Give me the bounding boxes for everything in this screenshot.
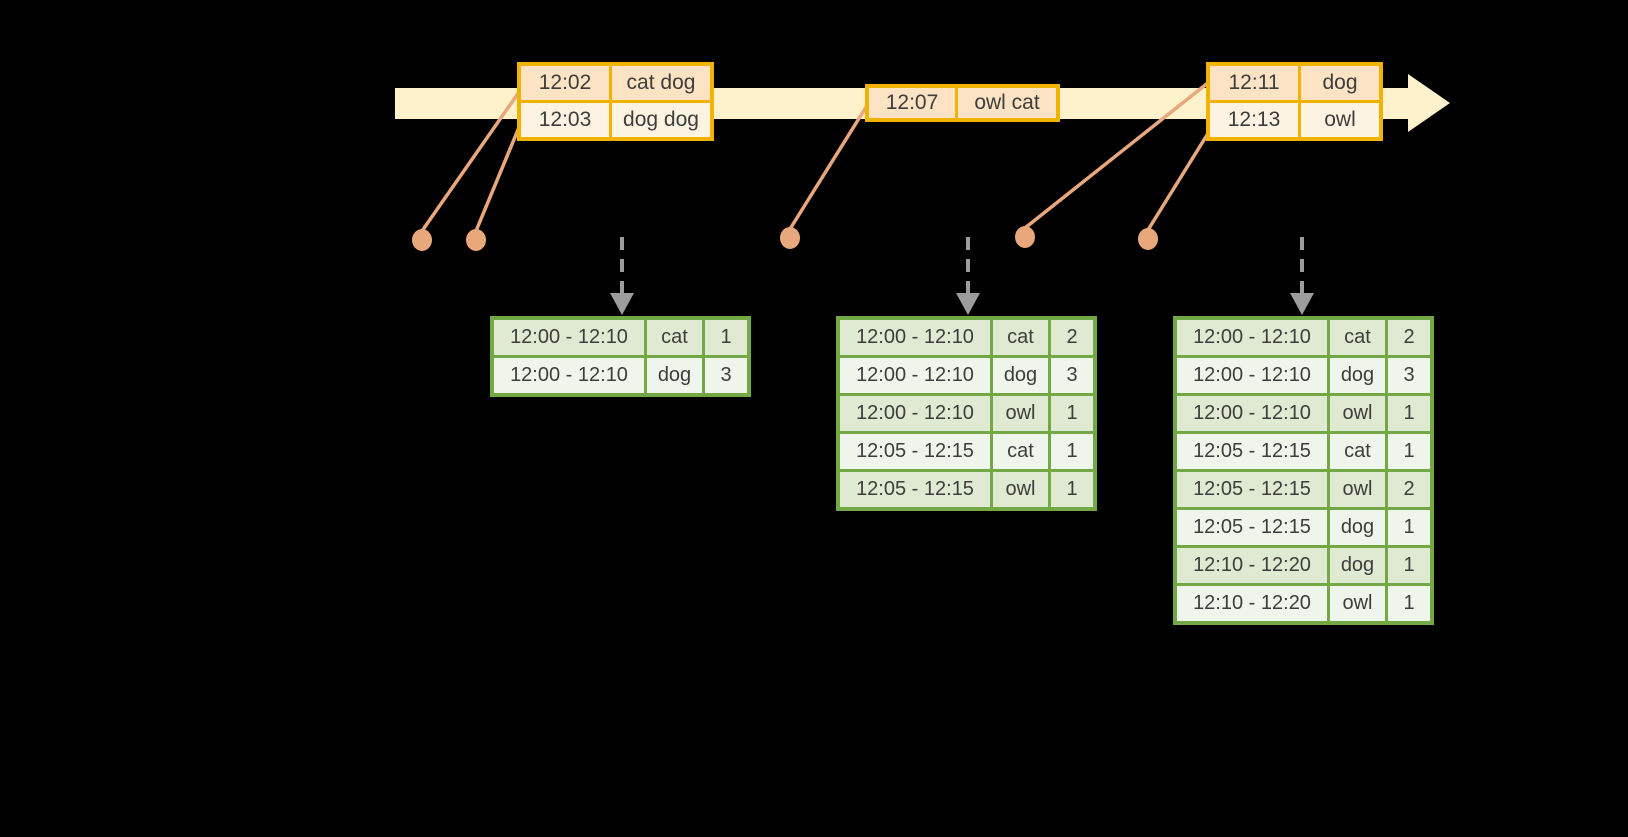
result-animal-cell: dog <box>647 358 702 393</box>
result-animal-cell: owl <box>993 396 1048 431</box>
result-row: 12:00 - 12:10 cat 2 <box>1177 320 1430 355</box>
result-window-cell: 12:05 - 12:15 <box>840 434 990 469</box>
result-count-cell: 1 <box>1388 548 1430 583</box>
result-window-cell: 12:00 - 12:10 <box>494 358 644 393</box>
result-count-cell: 3 <box>705 358 747 393</box>
result-row: 12:00 - 12:10 owl 1 <box>840 396 1093 431</box>
result-animal-cell: owl <box>1330 472 1385 507</box>
result-count-cell: 2 <box>1388 472 1430 507</box>
event-connector-line <box>788 103 870 230</box>
result-count-cell: 1 <box>1388 396 1430 431</box>
result-window-cell: 12:00 - 12:10 <box>1177 320 1327 355</box>
result-animal-cell: cat <box>1330 320 1385 355</box>
result-window-cell: 12:10 - 12:20 <box>1177 586 1327 621</box>
result-count-cell: 3 <box>1051 358 1093 393</box>
result-animal-cell: dog <box>1330 358 1385 393</box>
result-count-cell: 2 <box>1388 320 1430 355</box>
result-window-cell: 12:05 - 12:15 <box>840 472 990 507</box>
result-row: 12:00 - 12:10 owl 1 <box>1177 396 1430 431</box>
result-animal-cell: dog <box>993 358 1048 393</box>
result-table-1: 12:00 - 12:10 cat 1 12:00 - 12:10 dog 3 <box>490 316 751 397</box>
result-animal-cell: cat <box>647 320 702 355</box>
result-row: 12:00 - 12:10 dog 3 <box>1177 358 1430 393</box>
result-animal-cell: dog <box>1330 510 1385 545</box>
result-animal-cell: owl <box>1330 396 1385 431</box>
result-animal-cell: cat <box>993 320 1048 355</box>
result-row: 12:00 - 12:10 cat 2 <box>840 320 1093 355</box>
result-row: 12:00 - 12:10 dog 3 <box>840 358 1093 393</box>
result-count-cell: 1 <box>705 320 747 355</box>
event-row: 12:02 cat dog <box>521 66 710 100</box>
result-count-cell: 1 <box>1388 510 1430 545</box>
event-time-cell: 12:03 <box>521 103 609 137</box>
event-time-cell: 12:13 <box>1210 103 1298 137</box>
event-dot <box>466 229 486 251</box>
result-animal-cell: dog <box>1330 548 1385 583</box>
result-animal-cell: cat <box>1330 434 1385 469</box>
event-table-3: 12:11 dog 12:13 owl <box>1206 62 1383 141</box>
result-count-cell: 1 <box>1388 434 1430 469</box>
result-window-cell: 12:00 - 12:10 <box>494 320 644 355</box>
event-row: 12:13 owl <box>1210 103 1379 137</box>
result-window-cell: 12:00 - 12:10 <box>840 396 990 431</box>
result-count-cell: 1 <box>1051 472 1093 507</box>
result-table-2: 12:00 - 12:10 cat 2 12:00 - 12:10 dog 3 … <box>836 316 1097 511</box>
event-words-cell: owl cat <box>958 88 1056 118</box>
result-row: 12:10 - 12:20 dog 1 <box>1177 548 1430 583</box>
timeline-arrowhead-icon <box>1408 74 1450 132</box>
event-words-cell: cat dog <box>612 66 710 100</box>
event-table-1: 12:02 cat dog 12:03 dog dog <box>517 62 714 141</box>
result-animal-cell: owl <box>993 472 1048 507</box>
event-row: 12:11 dog <box>1210 66 1379 100</box>
result-window-cell: 12:10 - 12:20 <box>1177 548 1327 583</box>
result-window-cell: 12:00 - 12:10 <box>1177 396 1327 431</box>
result-count-cell: 1 <box>1051 434 1093 469</box>
result-row: 12:05 - 12:15 owl 2 <box>1177 472 1430 507</box>
result-row: 12:00 - 12:10 cat 1 <box>494 320 747 355</box>
event-time-cell: 12:11 <box>1210 66 1298 100</box>
result-row: 12:05 - 12:15 cat 1 <box>1177 434 1430 469</box>
event-dot <box>412 229 432 251</box>
trigger-down-arrowhead-icon <box>610 293 634 315</box>
event-row: 12:03 dog dog <box>521 103 710 137</box>
result-count-cell: 3 <box>1388 358 1430 393</box>
event-time-cell: 12:07 <box>869 88 955 118</box>
result-row: 12:00 - 12:10 dog 3 <box>494 358 747 393</box>
result-window-cell: 12:05 - 12:15 <box>1177 510 1327 545</box>
event-dot <box>1015 226 1035 248</box>
result-animal-cell: owl <box>1330 586 1385 621</box>
result-count-cell: 1 <box>1051 396 1093 431</box>
result-row: 12:05 - 12:15 cat 1 <box>840 434 1093 469</box>
event-connector-line <box>1146 126 1214 231</box>
result-row: 12:10 - 12:20 owl 1 <box>1177 586 1430 621</box>
result-count-cell: 2 <box>1051 320 1093 355</box>
event-words-cell: owl <box>1301 103 1379 137</box>
result-count-cell: 1 <box>1388 586 1430 621</box>
result-window-cell: 12:00 - 12:10 <box>840 320 990 355</box>
event-dot <box>1138 228 1158 250</box>
event-words-cell: dog dog <box>612 103 710 137</box>
result-row: 12:05 - 12:15 dog 1 <box>1177 510 1430 545</box>
result-table-3: 12:00 - 12:10 cat 2 12:00 - 12:10 dog 3 … <box>1173 316 1434 625</box>
event-dot <box>780 227 800 249</box>
result-window-cell: 12:05 - 12:15 <box>1177 434 1327 469</box>
event-table-2: 12:07 owl cat <box>865 84 1060 122</box>
result-window-cell: 12:05 - 12:15 <box>1177 472 1327 507</box>
trigger-down-arrowhead-icon <box>956 293 980 315</box>
result-animal-cell: cat <box>993 434 1048 469</box>
result-window-cell: 12:00 - 12:10 <box>1177 358 1327 393</box>
result-row: 12:05 - 12:15 owl 1 <box>840 472 1093 507</box>
result-window-cell: 12:00 - 12:10 <box>840 358 990 393</box>
trigger-down-arrowhead-icon <box>1290 293 1314 315</box>
event-time-cell: 12:02 <box>521 66 609 100</box>
event-connector-line <box>474 124 522 232</box>
event-row: 12:07 owl cat <box>869 88 1056 118</box>
event-words-cell: dog <box>1301 66 1379 100</box>
